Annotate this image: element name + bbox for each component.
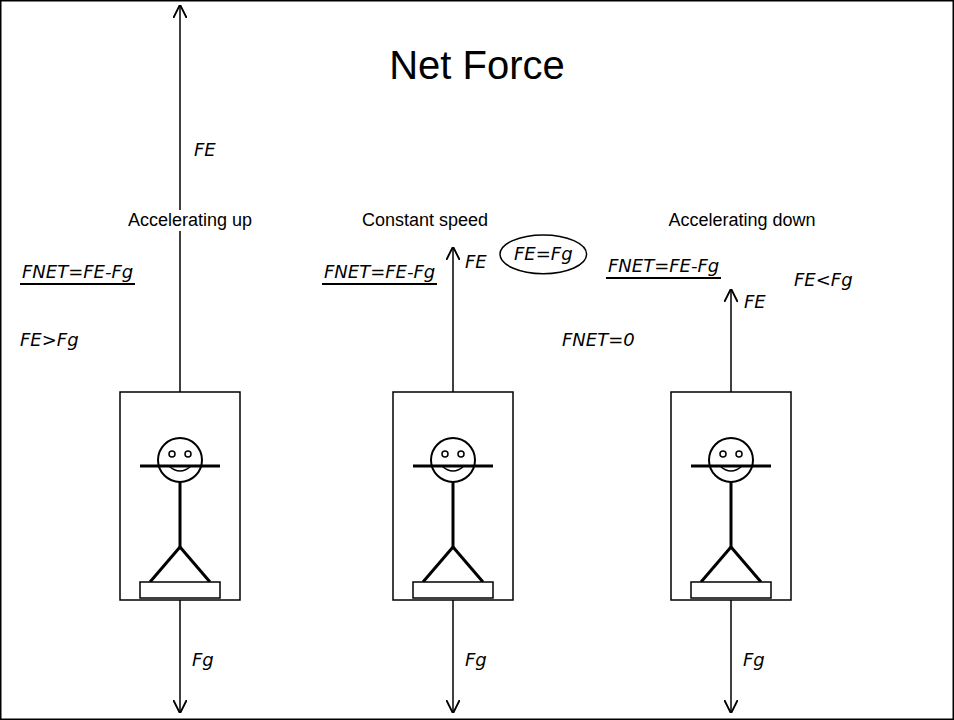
case-heading: Constant speed — [360, 210, 490, 231]
force-label: Fg — [741, 650, 767, 671]
slide-title: Net Force — [387, 42, 567, 88]
relation-note: FE<Fg — [792, 270, 855, 291]
relation-note: FE=Fg — [512, 244, 575, 265]
force-label: FE — [463, 252, 489, 273]
force-label: Fg — [463, 650, 489, 671]
equation: FNET=FE-Fg — [322, 262, 437, 285]
elevator — [120, 392, 240, 600]
force-label: FE — [742, 292, 768, 313]
force-arrow — [452, 248, 454, 392]
force-label: Fg — [190, 650, 216, 671]
force-label: FE — [192, 140, 218, 161]
relation-note: FNET=0 — [560, 330, 637, 351]
elevator — [671, 392, 791, 600]
gravity-arrow — [179, 600, 181, 712]
force-arrow — [730, 290, 732, 392]
gravity-arrow — [452, 600, 454, 712]
equation: FNET=FE-Fg — [20, 262, 135, 285]
circle-mark — [500, 235, 587, 274]
case-heading: Accelerating down — [666, 210, 817, 231]
case-heading: Accelerating up — [126, 210, 254, 231]
force-arrow — [179, 6, 181, 392]
equation: FNET=FE-Fg — [606, 256, 721, 279]
elevator — [393, 392, 513, 600]
relation-note: FE>Fg — [18, 330, 81, 351]
gravity-arrow — [730, 600, 732, 712]
